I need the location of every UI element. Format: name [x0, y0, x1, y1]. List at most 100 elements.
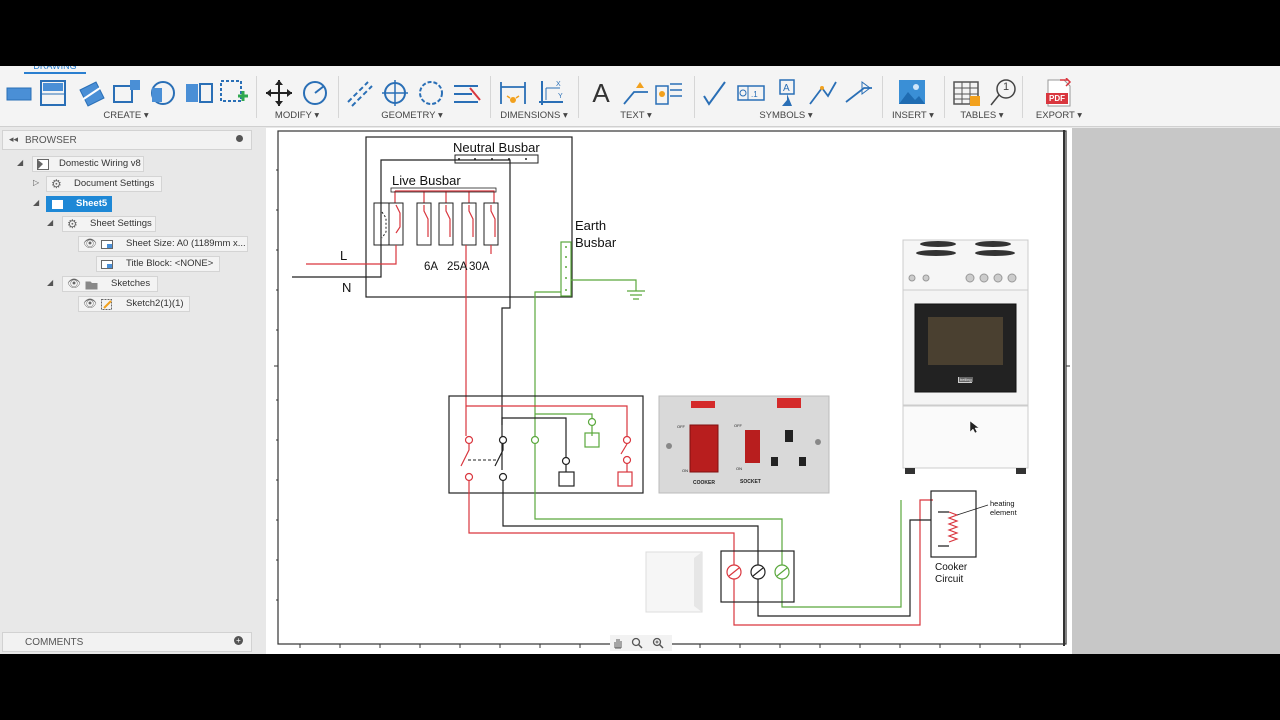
welding-symbol-icon[interactable]: [808, 78, 838, 108]
cooker-circuit-label-2: Circuit: [935, 574, 964, 585]
visibility-eye-icon[interactable]: 👁: [67, 278, 81, 290]
live-busbar-label: Live Busbar: [392, 173, 461, 188]
wiring-diagram: [274, 130, 1070, 648]
pdf-export-icon[interactable]: PDF: [1044, 78, 1074, 108]
base-view-icon[interactable]: [4, 78, 34, 108]
zoom-icon[interactable]: [631, 637, 643, 649]
tree-item-sheet[interactable]: Sheet5: [46, 196, 112, 212]
centerline-icon[interactable]: [344, 78, 374, 108]
note-icon[interactable]: [654, 78, 684, 108]
sheet-size-icon: [101, 240, 113, 249]
sheet-border: [277, 130, 1067, 645]
table-icon[interactable]: [952, 78, 982, 108]
insert-image-icon[interactable]: [898, 78, 928, 108]
insert-menu[interactable]: INSERT ▾: [892, 110, 934, 121]
projected-view-icon[interactable]: [38, 78, 68, 108]
ordinate-dimension-icon[interactable]: XY: [536, 78, 566, 108]
symbols-menu[interactable]: SYMBOLS ▾: [759, 110, 813, 121]
tables-menu[interactable]: TABLES ▾: [960, 110, 1004, 121]
browser-panel-header[interactable]: ◂◂ BROWSER: [2, 130, 252, 150]
drawing-canvas[interactable]: Neutral Busbar Live Busbar Earth Busbar …: [266, 128, 1072, 654]
geometry-group: GEOMETRY ▾: [342, 66, 482, 126]
expand-triangle-icon[interactable]: ◢: [33, 198, 40, 207]
tree-item-label: Sheet5: [76, 198, 108, 209]
visibility-eye-icon[interactable]: 👁: [83, 238, 97, 250]
text-icon[interactable]: A: [592, 78, 610, 108]
sheet-border-ticks: [274, 169, 1070, 648]
comments-title: COMMENTS: [25, 637, 84, 648]
tree-item-sheet-size[interactable]: 👁 Sheet Size: A0 (1189mm x...: [78, 236, 248, 252]
switch-photo-off-right: OFF: [734, 423, 742, 428]
svg-text:.1: .1: [751, 90, 758, 99]
detail-view-icon[interactable]: [112, 78, 142, 108]
surface-texture-icon[interactable]: [700, 78, 730, 108]
separator: [490, 76, 491, 118]
breakers: [373, 202, 499, 246]
heating-element-label-2: element: [990, 508, 1017, 517]
create-group: CREATE ▾: [2, 66, 250, 126]
switch-photo-on-right: ON: [736, 466, 742, 471]
pan-hand-icon[interactable]: [612, 637, 624, 649]
export-group: PDF EXPORT ▾: [1026, 66, 1092, 126]
tab-drawing[interactable]: DRAWING: [24, 66, 86, 74]
rotate-icon[interactable]: [300, 78, 330, 108]
edge-extension-icon[interactable]: [452, 78, 482, 108]
separator: [882, 76, 883, 118]
edge-symbol-icon[interactable]: [844, 78, 874, 108]
create-menu[interactable]: CREATE ▾: [103, 110, 149, 121]
zoom-window-icon[interactable]: [652, 637, 664, 649]
dimensions-menu[interactable]: DIMENSIONS ▾: [500, 110, 568, 121]
tree-item-document-settings[interactable]: ⚙ Document Settings: [46, 176, 162, 192]
symbols-group: .1 A SYMBOLS ▾: [698, 66, 874, 126]
center-mark-icon[interactable]: [380, 78, 410, 108]
text-menu[interactable]: TEXT ▾: [620, 110, 652, 121]
export-menu[interactable]: EXPORT ▾: [1035, 110, 1083, 121]
tree-item-sheet-settings[interactable]: ⚙ Sheet Settings: [62, 216, 156, 232]
section-view-icon[interactable]: [76, 78, 106, 108]
tree-item-document[interactable]: Domestic Wiring v8: [32, 156, 144, 172]
heating-element-coil: [947, 511, 959, 543]
collapse-icon[interactable]: ◂◂: [9, 134, 19, 144]
feature-control-frame-icon[interactable]: .1: [736, 78, 766, 108]
separator: [338, 76, 339, 118]
balloon-icon[interactable]: 1: [988, 78, 1018, 108]
sketch-icon: [101, 299, 112, 310]
expand-triangle-icon[interactable]: ◢: [47, 218, 54, 227]
breaker-rating-25a: 25A: [447, 261, 468, 273]
modify-menu[interactable]: MODIFY ▾: [274, 110, 320, 121]
expand-triangle-icon[interactable]: ◢: [47, 278, 54, 287]
cooker-switch-photo: [658, 395, 830, 494]
crop-view-icon[interactable]: [184, 78, 214, 108]
switch-photo-off-left: OFF: [677, 424, 685, 429]
dimension-icon[interactable]: [498, 78, 528, 108]
text-group: A TEXT ▾: [582, 66, 690, 126]
sheet-icon: [52, 200, 63, 209]
switch-photo-socket: SOCKET: [740, 479, 761, 485]
comments-panel[interactable]: COMMENTS +: [2, 632, 252, 652]
tree-item-label: Sketch2(1)(1): [126, 298, 184, 309]
add-comment-icon[interactable]: +: [234, 636, 243, 645]
datum-identifier-icon[interactable]: A: [772, 78, 802, 108]
leader-icon[interactable]: [620, 78, 650, 108]
earth-busbar-label-1: Earth: [575, 218, 607, 233]
center-mark-pattern-icon[interactable]: [416, 78, 446, 108]
geometry-menu[interactable]: GEOMETRY ▾: [381, 110, 443, 121]
tree-item-sketch[interactable]: 👁 Sketch2(1)(1): [78, 296, 190, 312]
break-view-icon[interactable]: [148, 78, 178, 108]
tree-item-title-block[interactable]: Title Block: <NONE>: [96, 256, 220, 272]
expand-triangle-icon[interactable]: ◢: [17, 158, 24, 167]
visibility-eye-icon[interactable]: 👁: [83, 298, 97, 310]
sketch-create-icon[interactable]: [218, 78, 248, 108]
cooker-photo: [902, 239, 1029, 474]
tree-item-sketches[interactable]: 👁 Sketches: [62, 276, 158, 292]
gear-icon: ⚙: [51, 177, 62, 191]
earth-busbar-label-2: Busbar: [575, 235, 617, 250]
breaker-rating-6a: 6A: [424, 261, 439, 273]
neutral-terminal-label: N: [342, 280, 352, 295]
move-icon[interactable]: [264, 78, 294, 108]
breaker-rating-30a: 30A: [469, 261, 490, 273]
gear-icon: ⚙: [67, 217, 78, 231]
panel-pin-icon[interactable]: [236, 135, 243, 142]
collapse-triangle-icon[interactable]: ▷: [33, 178, 40, 187]
